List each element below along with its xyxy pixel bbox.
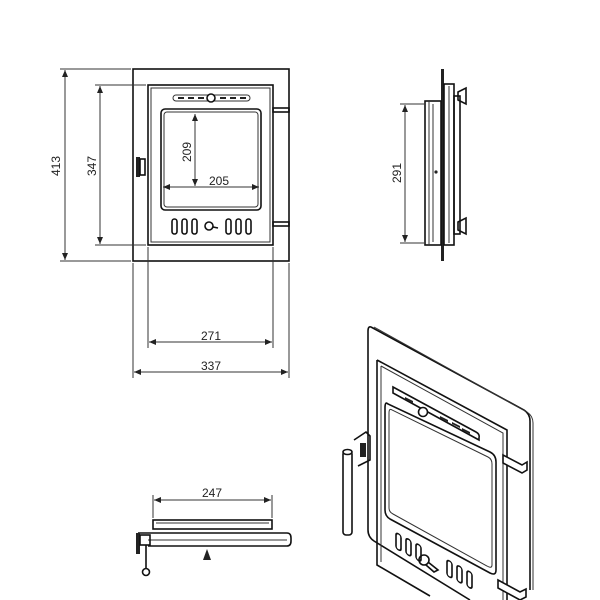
isometric-view xyxy=(342,326,534,600)
side-door-body xyxy=(424,100,442,246)
side-view: 291 xyxy=(390,69,467,261)
top-vent xyxy=(172,93,251,103)
dim-glass-height: 209 xyxy=(180,142,194,162)
bottom-handle-knob xyxy=(141,567,151,577)
bottom-view: 247 xyxy=(136,486,292,577)
dim-side-height: 291 xyxy=(390,163,404,183)
iso-handle xyxy=(342,430,371,536)
inner-door xyxy=(147,84,274,246)
bottom-vents xyxy=(171,218,252,235)
dim-inner-width: 271 xyxy=(201,329,221,343)
dim-glass-width: 205 xyxy=(209,174,229,188)
bottom-door-body xyxy=(152,519,273,530)
glass-window xyxy=(160,108,262,211)
iso-bottom-vents xyxy=(395,532,473,589)
dim-outer-height: 413 xyxy=(49,156,63,176)
side-hinge-bottom xyxy=(457,216,467,236)
front-view: 413 347 209 205 271 337 xyxy=(49,68,290,378)
iso-glass-window xyxy=(384,402,497,575)
dim-inner-height: 347 xyxy=(85,156,99,176)
dim-bottom-width: 247 xyxy=(202,486,222,500)
hinge-top xyxy=(272,107,290,113)
glass-inner xyxy=(163,111,259,208)
hinge-bottom xyxy=(272,221,290,227)
bottom-plate xyxy=(138,532,292,547)
inner-door-edge xyxy=(150,87,271,243)
side-hinge-top xyxy=(457,86,467,106)
dim-outer-width: 337 xyxy=(201,359,221,373)
outer-frame xyxy=(132,68,290,262)
iso-inner-door xyxy=(376,359,508,600)
iso-top-vent xyxy=(392,385,480,442)
iso-hinges xyxy=(497,453,528,600)
handle xyxy=(136,157,146,177)
